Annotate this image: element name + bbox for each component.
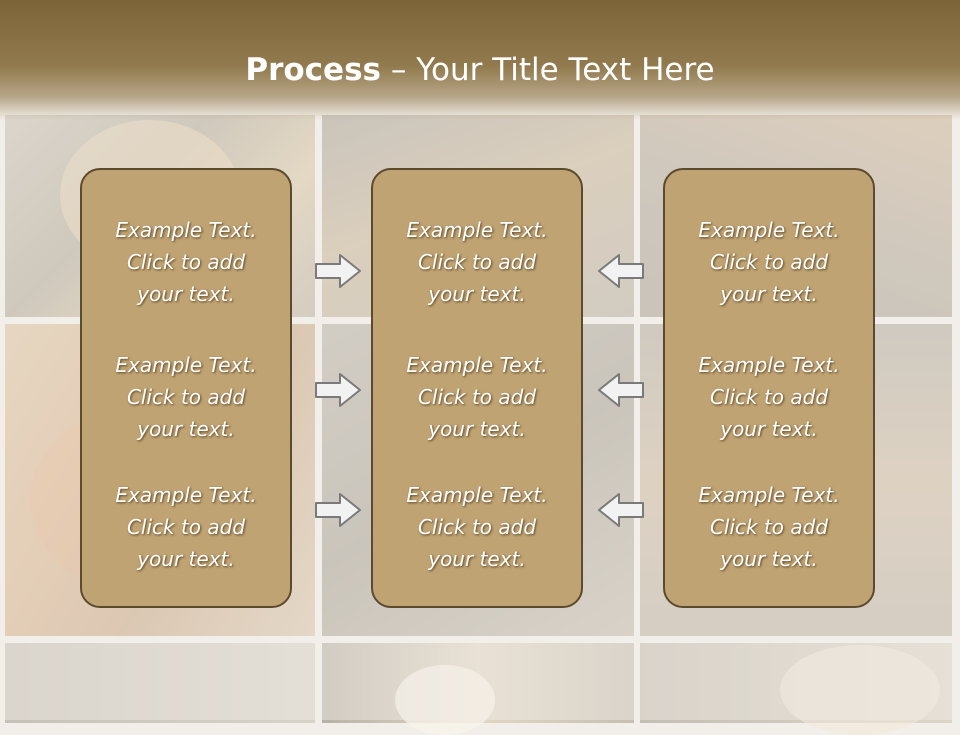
text-line: your text.: [137, 547, 235, 571]
text-placeholder[interactable]: Example Text. Click to add your text.: [665, 214, 873, 310]
text-line: your text.: [137, 417, 235, 441]
text-line: Example Text.: [115, 218, 257, 242]
text-line: Example Text.: [698, 353, 840, 377]
text-line: Example Text.: [406, 353, 548, 377]
text-line: Click to add: [417, 385, 537, 409]
text-line: your text.: [428, 417, 526, 441]
text-line: Click to add: [126, 250, 246, 274]
title-bar: Process – Your Title Text Here: [0, 0, 960, 120]
text-placeholder[interactable]: Example Text. Click to add your text.: [665, 479, 873, 575]
text-line: Example Text.: [115, 353, 257, 377]
text-line: Example Text.: [406, 483, 548, 507]
text-line: Click to add: [709, 515, 829, 539]
title-rest: – Your Title Text Here: [381, 52, 715, 88]
text-line: Click to add: [709, 250, 829, 274]
text-line: your text.: [137, 282, 235, 306]
process-box-center[interactable]: Example Text. Click to add your text. Ex…: [371, 168, 583, 608]
text-placeholder[interactable]: Example Text. Click to add your text.: [82, 479, 290, 575]
text-line: Click to add: [126, 385, 246, 409]
text-line: your text.: [428, 282, 526, 306]
arrow-left-icon[interactable]: [597, 491, 645, 529]
text-line: Click to add: [126, 515, 246, 539]
text-placeholder[interactable]: Example Text. Click to add your text.: [82, 349, 290, 445]
arrow-left-icon[interactable]: [597, 252, 645, 290]
arrow-right-icon[interactable]: [314, 491, 362, 529]
text-placeholder[interactable]: Example Text. Click to add your text.: [373, 214, 581, 310]
text-line: Example Text.: [406, 218, 548, 242]
text-line: your text.: [720, 282, 818, 306]
photo-tile: [5, 643, 315, 723]
text-line: Example Text.: [698, 218, 840, 242]
text-line: Click to add: [709, 385, 829, 409]
text-line: your text.: [720, 417, 818, 441]
text-line: your text.: [720, 547, 818, 571]
process-box-right[interactable]: Example Text. Click to add your text. Ex…: [663, 168, 875, 608]
text-placeholder[interactable]: Example Text. Click to add your text.: [373, 479, 581, 575]
text-line: your text.: [428, 547, 526, 571]
text-placeholder[interactable]: Example Text. Click to add your text.: [82, 214, 290, 310]
arrow-right-icon[interactable]: [314, 371, 362, 409]
arrow-right-icon[interactable]: [314, 252, 362, 290]
text-line: Click to add: [417, 515, 537, 539]
text-placeholder[interactable]: Example Text. Click to add your text.: [373, 349, 581, 445]
text-line: Example Text.: [698, 483, 840, 507]
text-placeholder[interactable]: Example Text. Click to add your text.: [665, 349, 873, 445]
text-line: Click to add: [417, 250, 537, 274]
process-box-left[interactable]: Example Text. Click to add your text. Ex…: [80, 168, 292, 608]
slide-title[interactable]: Process – Your Title Text Here: [0, 52, 960, 88]
title-bold: Process: [245, 52, 381, 88]
text-line: Example Text.: [115, 483, 257, 507]
arrow-left-icon[interactable]: [597, 371, 645, 409]
